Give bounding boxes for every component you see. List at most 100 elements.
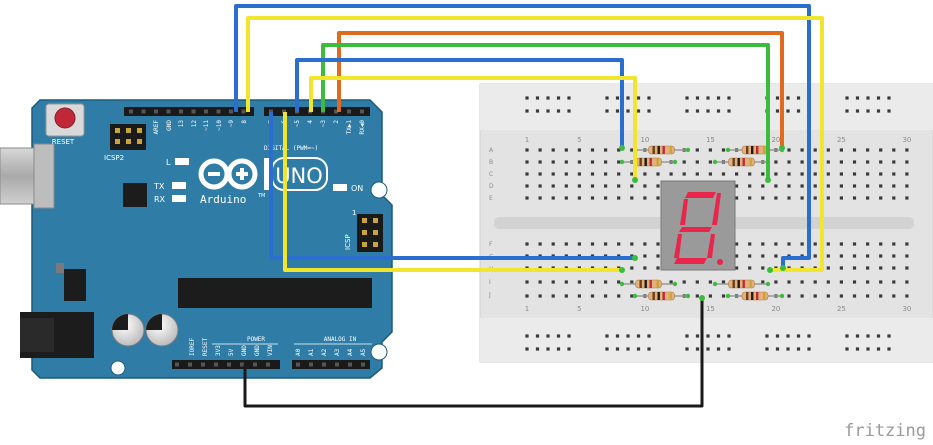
breadboard-hole[interactable]	[630, 148, 634, 152]
breadboard-hole[interactable]	[735, 242, 739, 246]
breadboard-hole[interactable]	[879, 280, 883, 284]
breadboard-hole[interactable]	[590, 184, 595, 188]
breadboard-hole[interactable]	[905, 148, 909, 152]
breadboard-hole[interactable]	[577, 242, 581, 246]
breadboard-hole[interactable]	[525, 196, 529, 200]
breadboard-hole[interactable]	[892, 242, 896, 246]
breadboard-hole[interactable]	[866, 294, 870, 298]
breadboard-hole[interactable]	[564, 160, 568, 164]
breadboard-hole[interactable]	[604, 148, 608, 152]
rail-hole[interactable]	[605, 347, 609, 351]
breadboard-hole[interactable]	[721, 294, 726, 298]
breadboard-hole[interactable]	[892, 280, 896, 284]
breadboard-hole[interactable]	[866, 266, 870, 270]
rail-hole[interactable]	[556, 109, 561, 113]
rail-hole[interactable]	[605, 109, 609, 113]
rail-hole[interactable]	[876, 96, 881, 100]
rail-hole[interactable]	[605, 334, 609, 338]
breadboard-hole[interactable]	[682, 280, 686, 284]
breadboard-hole[interactable]	[564, 184, 568, 188]
breadboard-hole[interactable]	[551, 184, 555, 188]
breadboard-hole[interactable]	[879, 266, 883, 270]
breadboard-hole[interactable]	[826, 294, 830, 298]
breadboard-hole[interactable]	[761, 172, 765, 176]
breadboard-hole[interactable]	[617, 184, 621, 188]
rail-hole[interactable]	[685, 96, 689, 100]
breadboard-hole[interactable]	[551, 160, 555, 164]
breadboard-hole[interactable]	[852, 172, 857, 176]
rail-hole[interactable]	[546, 347, 550, 351]
breadboard-hole[interactable]	[643, 242, 647, 246]
breadboard-hole[interactable]	[538, 148, 542, 152]
breadboard-hole[interactable]	[708, 294, 712, 298]
breadboard-hole[interactable]	[643, 172, 647, 176]
breadboard-hole[interactable]	[826, 254, 830, 258]
breadboard-hole[interactable]	[617, 160, 621, 164]
breadboard-hole[interactable]	[748, 266, 752, 270]
breadboard-hole[interactable]	[761, 196, 765, 200]
breadboard-hole[interactable]	[538, 294, 542, 298]
breadboard-hole[interactable]	[866, 242, 870, 246]
breadboard-hole[interactable]	[892, 160, 896, 164]
breadboard-hole[interactable]	[617, 242, 621, 246]
breadboard-hole[interactable]	[630, 184, 634, 188]
rail-hole[interactable]	[775, 347, 780, 351]
breadboard-hole[interactable]	[656, 172, 660, 176]
breadboard-hole[interactable]	[643, 254, 647, 258]
breadboard-hole[interactable]	[839, 184, 843, 188]
rail-hole[interactable]	[525, 96, 529, 100]
header-pin[interactable]	[214, 362, 218, 367]
icsp2-pin[interactable]	[115, 139, 120, 144]
breadboard-hole[interactable]	[708, 148, 712, 152]
breadboard-hole[interactable]	[617, 148, 621, 152]
breadboard-hole[interactable]	[525, 148, 529, 152]
breadboard-hole[interactable]	[551, 172, 555, 176]
breadboard-hole[interactable]	[852, 266, 857, 270]
rail-hole[interactable]	[887, 96, 891, 100]
breadboard-hole[interactable]	[905, 254, 909, 258]
breadboard-hole[interactable]	[604, 196, 608, 200]
breadboard-hole[interactable]	[656, 254, 660, 258]
header-pin[interactable]	[253, 362, 257, 367]
breadboard-hole[interactable]	[721, 148, 726, 152]
header-pin[interactable]	[141, 109, 146, 114]
breadboard-hole[interactable]	[813, 254, 817, 258]
breadboard-hole[interactable]	[604, 184, 608, 188]
breadboard-hole[interactable]	[577, 148, 581, 152]
breadboard-hole[interactable]	[774, 172, 778, 176]
breadboard-hole[interactable]	[617, 294, 621, 298]
icsp-pin[interactable]	[362, 242, 367, 247]
breadboard-hole[interactable]	[839, 254, 843, 258]
breadboard-hole[interactable]	[787, 148, 791, 152]
breadboard-hole[interactable]	[879, 160, 883, 164]
header-pin[interactable]	[175, 362, 179, 367]
rail-hole[interactable]	[786, 334, 790, 338]
breadboard-hole[interactable]	[617, 196, 621, 200]
header-pin[interactable]	[334, 109, 338, 114]
rail-hole[interactable]	[685, 347, 689, 351]
header-pin[interactable]	[266, 362, 270, 367]
breadboard-hole[interactable]	[630, 294, 634, 298]
rail-hole[interactable]	[855, 334, 860, 338]
breadboard-hole[interactable]	[564, 148, 568, 152]
breadboard-hole[interactable]	[813, 242, 817, 246]
breadboard-hole[interactable]	[721, 280, 726, 284]
rail-hole[interactable]	[647, 334, 651, 338]
breadboard-hole[interactable]	[800, 172, 804, 176]
breadboard-hole[interactable]	[590, 294, 595, 298]
breadboard-hole[interactable]	[695, 172, 699, 176]
rail-hole[interactable]	[556, 96, 561, 100]
rail-hole[interactable]	[525, 334, 529, 338]
rail-hole[interactable]	[807, 334, 811, 338]
rail-hole[interactable]	[845, 347, 849, 351]
header-pin[interactable]	[227, 362, 231, 367]
breadboard-hole[interactable]	[892, 184, 896, 188]
breadboard-hole[interactable]	[669, 172, 673, 176]
breadboard-hole[interactable]	[735, 196, 739, 200]
rail-hole[interactable]	[855, 96, 860, 100]
rail-hole[interactable]	[647, 109, 651, 113]
breadboard-hole[interactable]	[525, 294, 529, 298]
header-pin[interactable]	[241, 109, 246, 114]
rail-hole[interactable]	[695, 347, 700, 351]
rail-hole[interactable]	[727, 109, 731, 113]
